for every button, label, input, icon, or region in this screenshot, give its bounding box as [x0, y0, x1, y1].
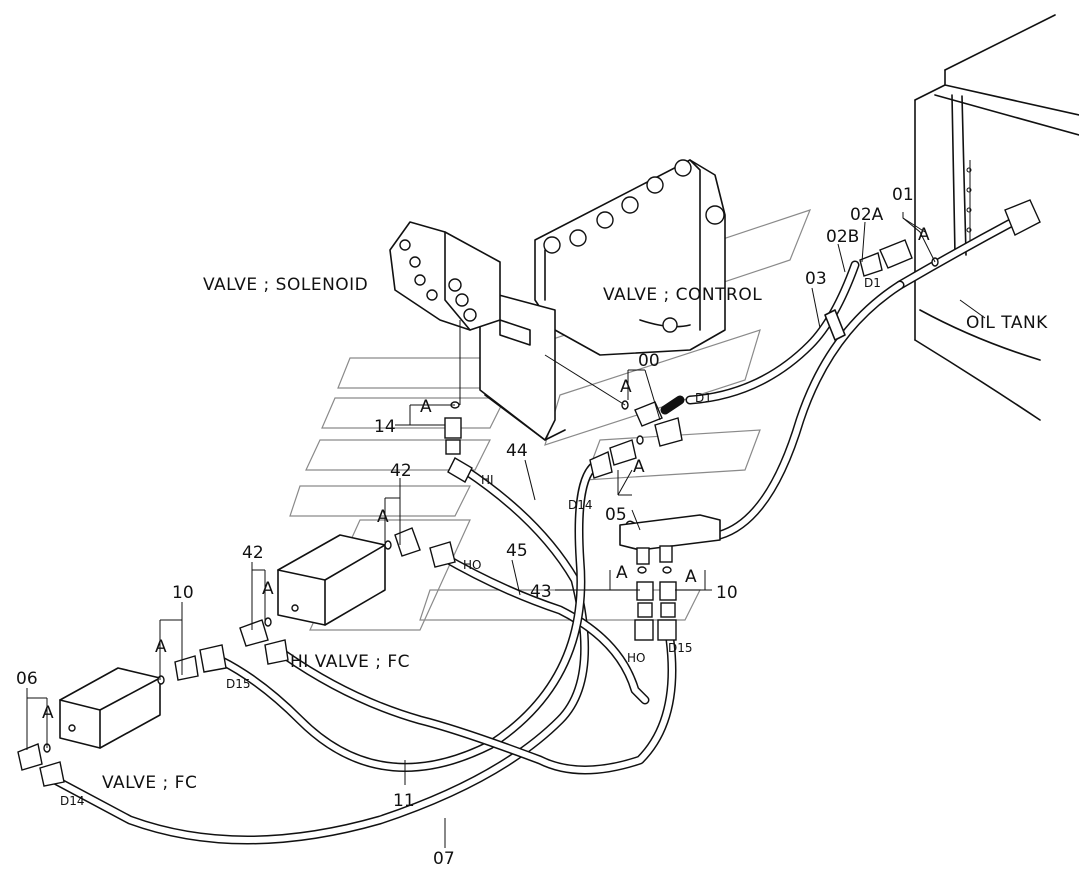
marker-a-42-lower: A [262, 579, 274, 599]
part-43: 43 [530, 582, 552, 602]
label-valve-control: VALVE ; CONTROL [603, 285, 762, 305]
fc-valve-lower [59, 667, 161, 749]
port-d15-left: D15 [226, 677, 251, 691]
part-02b: 02B [826, 227, 859, 247]
marker-a-10-right-2: A [685, 567, 697, 587]
marker-a-10-left: A [155, 637, 167, 657]
part-02a: 02A [850, 205, 884, 225]
leader-lines [26, 212, 986, 848]
part-42-upper: 42 [390, 461, 412, 481]
part-07: 07 [433, 849, 455, 869]
marker-a-00: A [620, 377, 632, 397]
marker-a-10-right-1: A [616, 563, 628, 583]
port-ho-right: HO [627, 651, 645, 665]
part-10-right: 10 [716, 583, 738, 603]
mounting-bracket [479, 289, 566, 441]
port-d14-left: D14 [60, 794, 85, 808]
port-d1-mid: D1 [695, 391, 712, 405]
part-45: 45 [506, 541, 528, 561]
fc-valve-upper [277, 534, 386, 626]
part-42-lower: 42 [242, 543, 264, 563]
part-03: 03 [805, 269, 827, 289]
oil-tank [895, 14, 1079, 421]
marker-a-14: A [420, 397, 432, 417]
label-valve-fc-lower: VALVE ; FC [102, 773, 197, 793]
port-d14-right: D14 [568, 498, 593, 512]
marker-a-05: A [633, 457, 645, 477]
part-05: 05 [605, 505, 627, 525]
solenoid-valve [389, 221, 501, 331]
hoses [50, 260, 905, 845]
marker-a-06: A [42, 703, 54, 723]
part-00: 00 [638, 351, 660, 371]
marker-a-01: A [918, 225, 930, 245]
part-10-left: 10 [172, 583, 194, 603]
port-d1-top: D1 [864, 276, 881, 290]
part-01: 01 [892, 185, 914, 205]
label-valve-fc-upper: HI VALVE ; FC [290, 652, 410, 672]
label-valve-solenoid: VALVE ; SOLENOID [203, 275, 368, 295]
part-06: 06 [16, 669, 38, 689]
port-hi-mid: HI [481, 473, 494, 487]
port-ho-mid: HO [463, 558, 481, 572]
part-11: 11 [393, 791, 415, 811]
label-oil-tank: OIL TANK [966, 313, 1048, 333]
text-labels: VALVE ; SOLENOID VALVE ; CONTROL OIL TAN… [16, 185, 1048, 869]
port-d15-right: D15 [668, 641, 693, 655]
part-44: 44 [506, 441, 528, 461]
marker-a-42-upper: A [377, 507, 389, 527]
fittings [17, 239, 939, 787]
part-14: 14 [374, 417, 396, 437]
control-valve [534, 159, 726, 356]
